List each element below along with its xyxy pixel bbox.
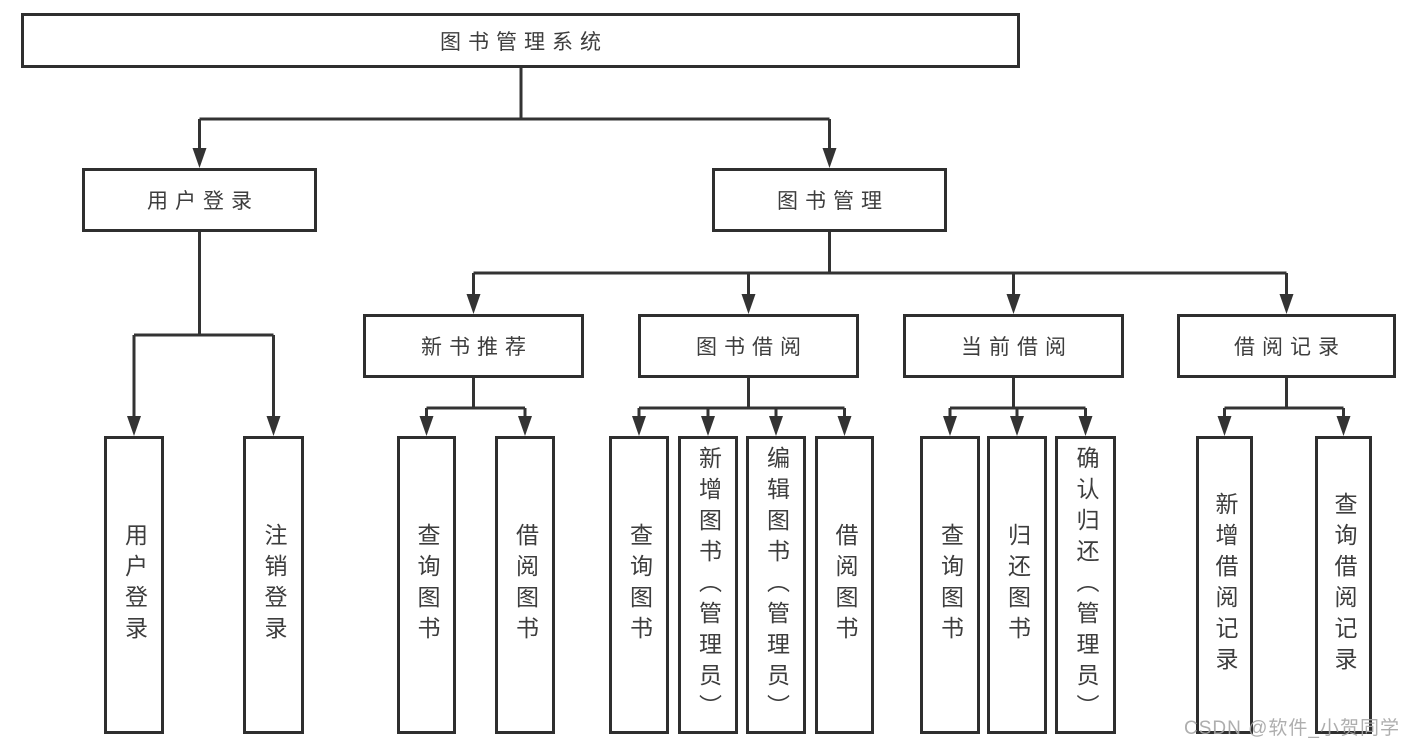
leaf-query-books-borrowing: 查询图书 (609, 436, 669, 734)
arrowhead (1336, 416, 1351, 436)
arrowhead (127, 416, 141, 436)
leaf-query-books-current: 查询图书 (920, 436, 980, 734)
arrowhead (701, 416, 715, 436)
connector-path (132, 68, 1345, 418)
arrowhead (769, 416, 783, 436)
node-label: 图书管理 (777, 190, 889, 213)
leaf-query-books-recommend: 查询图书 (397, 436, 456, 734)
leaf-label: 注销登录 (261, 523, 287, 647)
node-library-management-system: 图书管理系统 (21, 13, 1020, 68)
node-label: 当前借阅 (961, 336, 1073, 359)
leaf-add-borrow-record: 新增借阅记录 (1196, 436, 1253, 734)
arrowhead (1279, 294, 1294, 314)
node-book-management: 图书管理 (712, 168, 947, 232)
node-borrowing-records: 借阅记录 (1177, 314, 1396, 378)
node-new-book-recommendation: 新书推荐 (363, 314, 584, 378)
arrowhead (632, 416, 646, 436)
leaf-label: 借阅图书 (512, 523, 539, 647)
node-label: 新书推荐 (421, 336, 533, 359)
node-label: 用户登录 (147, 190, 259, 213)
leaf-edit-book-admin: 编辑图书（管理员） (746, 436, 806, 734)
arrowhead (466, 294, 481, 314)
leaf-logout-login: 注销登录 (243, 436, 304, 734)
arrowhead (518, 416, 532, 436)
leaf-borrow-books-recommend: 借阅图书 (495, 436, 555, 734)
leaf-label: 新增图书（管理员） (695, 445, 722, 725)
leaf-label: 查询图书 (626, 523, 653, 647)
arrowhead (419, 416, 434, 436)
node-label: 图书借阅 (696, 336, 808, 359)
leaf-label: 借阅图书 (832, 523, 858, 647)
leaf-add-book-admin: 新增图书（管理员） (678, 436, 738, 734)
leaf-label: 查询借阅记录 (1331, 492, 1357, 678)
leaf-confirm-return-admin: 确认归还（管理员） (1055, 436, 1116, 734)
arrowhead (822, 148, 837, 168)
leaf-return-books: 归还图书 (987, 436, 1047, 734)
leaf-label: 查询图书 (937, 523, 964, 647)
arrowhead (192, 148, 207, 168)
arrowhead (1010, 416, 1024, 436)
leaf-label: 编辑图书（管理员） (763, 445, 790, 725)
arrowhead (1217, 416, 1232, 436)
leaf-label: 查询图书 (414, 523, 440, 647)
leaf-label: 新增借阅记录 (1212, 492, 1238, 678)
arrowhead (741, 294, 756, 314)
arrowhead (1078, 416, 1093, 436)
leaf-query-borrow-record: 查询借阅记录 (1315, 436, 1372, 734)
leaf-user-login: 用户登录 (104, 436, 164, 734)
arrowhead (266, 416, 281, 436)
node-current-borrowing: 当前借阅 (903, 314, 1124, 378)
leaf-borrow-books: 借阅图书 (815, 436, 874, 734)
leaf-label: 确认归还（管理员） (1073, 445, 1099, 725)
csdn-watermark: CSDN @软件_小贺同学 (1184, 718, 1400, 739)
arrowhead (837, 416, 852, 436)
leaf-label: 用户登录 (121, 523, 148, 647)
arrowhead (1006, 294, 1021, 314)
node-label: 借阅记录 (1234, 336, 1346, 359)
node-label: 图书管理系统 (440, 30, 608, 54)
node-user-login: 用户登录 (82, 168, 317, 232)
node-book-borrowing: 图书借阅 (638, 314, 859, 378)
arrowhead (943, 416, 957, 436)
leaf-label: 归还图书 (1004, 523, 1031, 647)
